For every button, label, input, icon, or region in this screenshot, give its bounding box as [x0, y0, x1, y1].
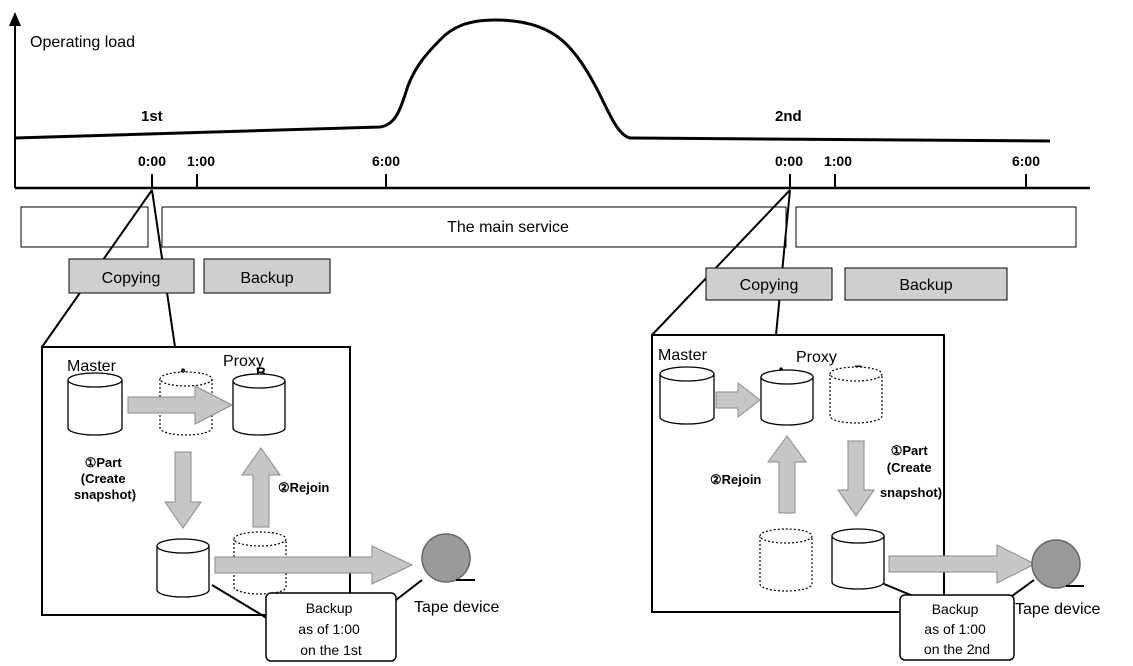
- snapshot-volume-icon: [156, 538, 210, 598]
- backup-callout: [899, 594, 1015, 661]
- master-label: Master: [658, 347, 708, 364]
- proxy-b-volume-icon: [232, 373, 286, 436]
- load-curve: [14, 18, 1051, 143]
- y-axis-label: Operating load: [30, 34, 135, 51]
- master-volume-icon: [67, 372, 123, 436]
- snapshot-volume-icon: [831, 528, 885, 590]
- service-bar-right: [795, 206, 1077, 248]
- copying-box: [705, 267, 833, 301]
- backup-label: Backup: [899, 277, 952, 294]
- service-bar-label: The main service: [447, 219, 569, 236]
- proxy-label: Proxy: [223, 353, 264, 370]
- tape-device-label: Tape device: [1015, 601, 1100, 618]
- tape-device-label: Tape device: [414, 599, 499, 616]
- detail-frame: [651, 334, 945, 613]
- master-label: Master: [67, 358, 117, 375]
- copying-label: Copying: [740, 277, 799, 294]
- tape-device-icon: [1031, 539, 1084, 589]
- rejoin-arrow: [241, 447, 281, 528]
- zoom-lines: [651, 189, 791, 336]
- rejoin-label: ②Rejoin: [710, 472, 761, 487]
- copy-arrow: [127, 385, 234, 425]
- cycle-2nd: Copying Backup Master Proxy A B ①Part (C…: [651, 189, 1100, 661]
- load-chart: Operating load 1st 2nd 0:00 1:00 6:00 0:…: [9, 12, 1090, 190]
- callout-pointer: [211, 579, 423, 621]
- y-axis-arrowhead: [9, 12, 21, 26]
- rejoin-label: ②Rejoin: [278, 480, 329, 495]
- day-label-1st: 1st: [141, 108, 163, 125]
- service-bar-left: [20, 206, 149, 248]
- backup-callout: [265, 592, 397, 662]
- backup-box: [844, 267, 1008, 301]
- main-service-bar: The main service: [20, 206, 1077, 248]
- tick-label: 1:00: [187, 153, 215, 169]
- tick-label: 1:00: [824, 153, 852, 169]
- part-label: ①Part (Create snapshot): [880, 443, 942, 500]
- backup-callout-text: Backup as of 1:00 on the 1st: [298, 600, 363, 658]
- time-ticks: 0:00 1:00 6:00 0:00 1:00 6:00: [138, 153, 1040, 188]
- cycle-1st: Copying Backup Master Proxy A B ①Part (C…: [41, 189, 499, 662]
- rejoin-arrow: [767, 435, 807, 514]
- backup-box: [203, 258, 331, 294]
- part-arrow: [164, 451, 202, 529]
- copying-box: [68, 258, 195, 294]
- backup-callout-text: Backup as of 1:00 on the 2nd: [924, 601, 990, 657]
- proxy-b-volume-icon: [829, 366, 883, 424]
- backup-arrow: [214, 545, 414, 585]
- tape-device-icon: [421, 533, 475, 583]
- copy-arrow: [715, 381, 761, 419]
- backup-arrow: [888, 544, 1037, 584]
- part-label: ①Part (Create snapshot): [74, 455, 136, 502]
- tick-label: 0:00: [138, 153, 166, 169]
- service-bar-center: [161, 206, 787, 248]
- volume-b-label: B: [256, 364, 266, 380]
- part-arrow: [837, 440, 875, 517]
- spare-volume-icon: [759, 528, 813, 592]
- copying-label: Copying: [102, 270, 161, 287]
- detail-frame: [41, 346, 351, 616]
- proxy-a-volume-icon: [760, 369, 814, 426]
- proxy-label: Proxy: [796, 349, 837, 366]
- tick-label: 0:00: [775, 153, 803, 169]
- day-label-2nd: 2nd: [775, 108, 802, 125]
- tick-label: 6:00: [1012, 153, 1040, 169]
- master-volume-icon: [659, 366, 715, 425]
- backup-label: Backup: [240, 270, 293, 287]
- tick-label: 6:00: [372, 153, 400, 169]
